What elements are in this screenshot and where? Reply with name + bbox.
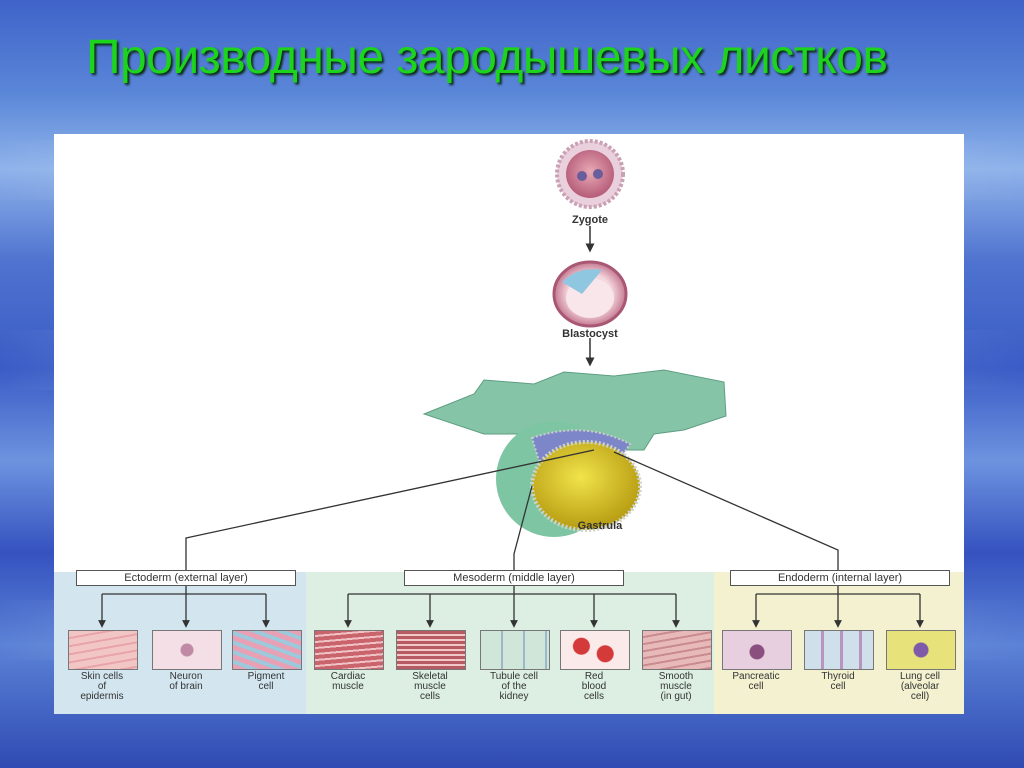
blastocyst-label: Blastocyst (562, 328, 618, 340)
connector-endoderm (613, 451, 839, 578)
slide-title: Производные зародышевых листков (86, 31, 888, 84)
endoderm-label: Endoderm (internal layer) (730, 570, 950, 586)
cell-label: Pancreatic cell (732, 671, 780, 692)
pancreatic-cell-thumbnail (722, 630, 792, 670)
pigment-cell-thumbnail (232, 630, 302, 670)
connector-ectoderm (185, 449, 595, 578)
gastrula-label: Gastrula (577, 520, 623, 532)
gastrula-illustration (422, 369, 727, 537)
mesoderm-label: Mesoderm (middle layer) (404, 570, 624, 586)
smooth-muscle-thumbnail (642, 630, 712, 670)
cell-label: Thyroid cell (821, 671, 855, 692)
cell-label: Skeletal muscle cells (412, 671, 448, 702)
cell-label: Skin cells of epidermis (80, 671, 124, 702)
lung-cell-thumbnail (886, 630, 956, 670)
skeletal-muscle-thumbnail (396, 630, 466, 670)
cell-label: Lung cell (alveolar cell) (899, 671, 941, 702)
cell-label: Neuron of brain (169, 671, 203, 692)
neuron-thumbnail (152, 630, 222, 670)
thyroid-cell-thumbnail (804, 630, 874, 670)
skin-cells-thumbnail (68, 630, 138, 670)
cell-label: Red blood cells (581, 671, 607, 702)
zygote-illustration (555, 139, 625, 209)
blastocyst-illustration (552, 260, 628, 328)
ectoderm-label: Ectoderm (external layer) (76, 570, 296, 586)
cell-label: Cardiac muscle (330, 671, 366, 692)
cell-label: Tubule cell of the kidney (490, 671, 538, 702)
cell-label: Smooth muscle (in gut) (658, 671, 694, 702)
red-blood-cells-thumbnail (560, 630, 630, 670)
diagram-panel: Zygote Blastocyst Gastrula Ectoderm (ext… (54, 134, 964, 714)
cardiac-muscle-thumbnail (314, 630, 384, 670)
cell-label: Pigment cell (247, 671, 285, 692)
embryo-diagram (98, 139, 924, 628)
zygote-label: Zygote (571, 214, 609, 226)
kidney-tubule-thumbnail (480, 630, 550, 670)
